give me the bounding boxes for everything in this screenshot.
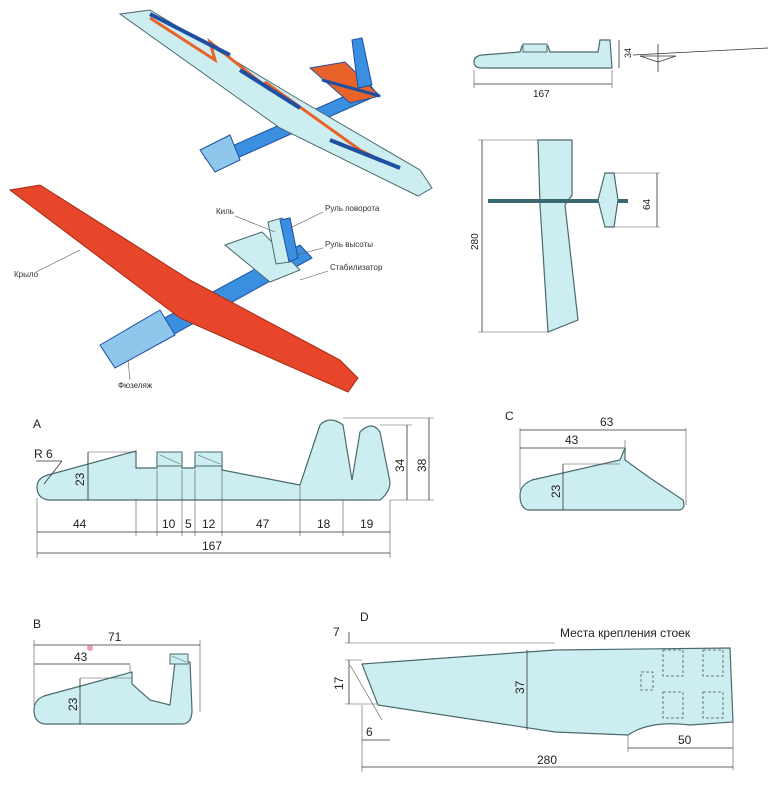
part-a-total: 167 bbox=[202, 539, 222, 553]
part-b-letter: B bbox=[33, 617, 41, 631]
part-a-d19: 19 bbox=[360, 517, 374, 531]
side-view: 167 34 bbox=[473, 39, 768, 100]
part-d-letter: D bbox=[360, 610, 369, 624]
part-a-d10: 10 bbox=[162, 517, 176, 531]
part-a-nose-h: 23 bbox=[73, 472, 87, 486]
part-b-inner: 43 bbox=[74, 650, 88, 664]
part-a-d12: 12 bbox=[202, 517, 216, 531]
part-d: D Места крепления стоек 7 17 6 37 50 bbox=[332, 610, 734, 772]
part-c: C 63 43 23 bbox=[505, 409, 687, 511]
part-a: A R 6 23 34 38 44 10 5 bbox=[33, 417, 434, 558]
glider-illustration-bottom bbox=[8, 184, 359, 393]
label-kil: Киль bbox=[216, 207, 234, 216]
part-d-d17: 17 bbox=[332, 676, 346, 690]
part-c-letter: C bbox=[505, 409, 514, 423]
label-mesta-krepleniya: Места крепления стоек bbox=[560, 626, 691, 640]
label-rul-povorota: Руль поворота bbox=[325, 204, 380, 213]
plan-view: 280 64 bbox=[470, 139, 660, 333]
part-c-total: 63 bbox=[600, 415, 614, 429]
label-fyuzelyazh: Фюзеляж bbox=[118, 381, 153, 390]
part-b-h: 23 bbox=[66, 697, 80, 711]
side-height: 34 bbox=[623, 48, 633, 58]
part-a-fin2-h: 38 bbox=[415, 458, 429, 472]
part-b-total: 71 bbox=[108, 630, 122, 644]
part-b: B 71 43 23 bbox=[33, 617, 201, 725]
plan-stab-span: 64 bbox=[642, 198, 653, 210]
part-a-fin1-h: 34 bbox=[393, 458, 407, 472]
part-a-d47: 47 bbox=[256, 517, 270, 531]
part-d-d7: 7 bbox=[333, 625, 340, 639]
side-length: 167 bbox=[533, 89, 550, 100]
part-a-d44: 44 bbox=[73, 517, 87, 531]
part-a-radius: R 6 bbox=[34, 447, 53, 461]
pink-dot bbox=[87, 645, 93, 651]
part-a-letter: A bbox=[33, 417, 41, 431]
part-c-inner: 43 bbox=[565, 433, 579, 447]
label-rul-vysoty: Руль высоты bbox=[325, 240, 373, 249]
label-krylo: Крыло bbox=[14, 270, 39, 279]
part-d-d6: 6 bbox=[366, 725, 373, 739]
part-a-d5: 5 bbox=[185, 517, 192, 531]
part-d-d50: 50 bbox=[678, 733, 692, 747]
label-stabilizator: Стабилизатор bbox=[330, 263, 383, 272]
part-c-h: 23 bbox=[549, 484, 563, 498]
plan-span: 280 bbox=[470, 233, 481, 250]
part-a-d18: 18 bbox=[317, 517, 331, 531]
part-d-d37: 37 bbox=[513, 680, 527, 694]
part-d-total: 280 bbox=[537, 753, 557, 767]
glider-illustration-top bbox=[118, 9, 433, 197]
illustration-labels: Киль Руль поворота Руль высоты Стабилиза… bbox=[14, 204, 383, 390]
